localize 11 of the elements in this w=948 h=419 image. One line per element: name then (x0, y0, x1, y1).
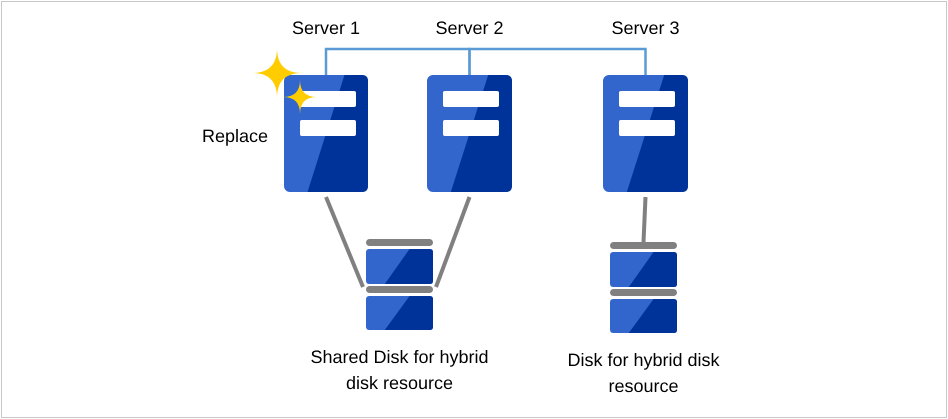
server-label: Server 2 (434, 17, 505, 40)
network-line (324, 48, 471, 75)
connection-line (434, 196, 472, 288)
disk-caption: Shared Disk for hybrid disk resource (309, 346, 490, 395)
server-label: Server 3 (610, 17, 681, 40)
disk-caption: Disk for hybrid disk resource (566, 349, 721, 398)
network-line (468, 48, 647, 75)
connection-line (642, 196, 648, 242)
side-note: Replace (202, 125, 268, 148)
server-label: Server 1 (290, 17, 362, 40)
connection-line (324, 196, 365, 288)
